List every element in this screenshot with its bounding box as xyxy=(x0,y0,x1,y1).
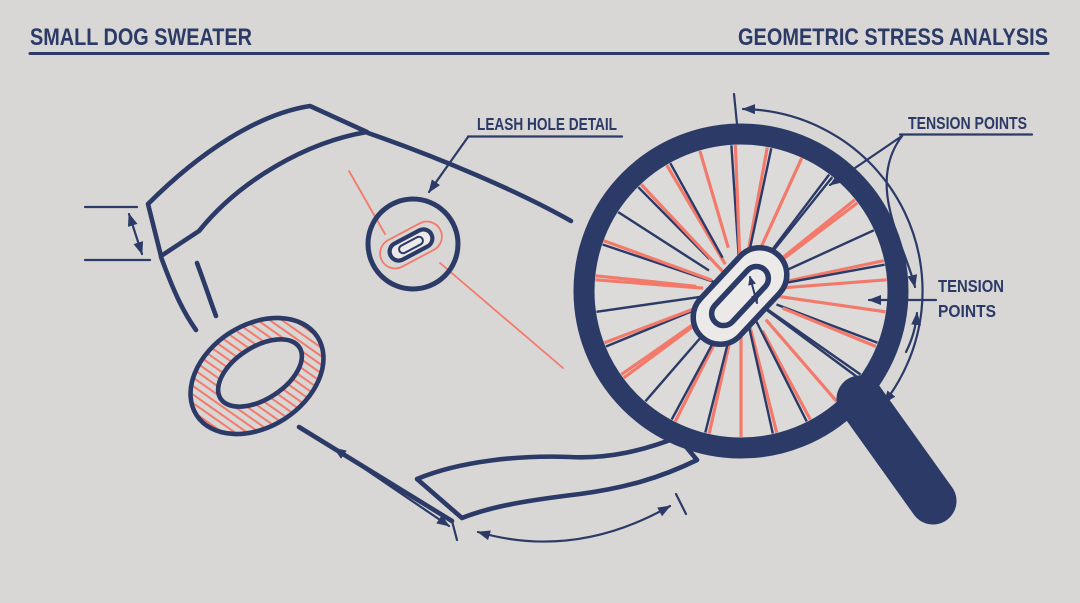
leash-hole-callout: LEASH HOLE DETAIL xyxy=(427,114,624,194)
magnifier-rim xyxy=(573,123,909,459)
magnifier-handle xyxy=(836,375,957,525)
page-title-left: SMALL DOG SWEATER xyxy=(30,24,252,51)
page-title-right: GEOMETRIC STRESS ANALYSIS xyxy=(738,24,1048,51)
back-seam xyxy=(365,130,574,224)
stress-line-coral xyxy=(698,150,730,249)
stress-line-coral xyxy=(603,239,713,282)
hem-width-dimension xyxy=(476,492,688,543)
tension-points-side-label-line1: TENSION xyxy=(938,276,1004,296)
hem-width-arrow xyxy=(476,504,672,543)
leash-hole-leader-arrow xyxy=(427,135,470,194)
tension-leader-arrow-2 xyxy=(885,134,918,289)
stress-line-coral xyxy=(595,274,697,288)
stress-line-coral xyxy=(640,183,726,275)
dimension-tick xyxy=(732,92,739,126)
hem-ribbing xyxy=(414,434,700,521)
leash-hole-detail xyxy=(348,170,564,369)
body-length-dimension xyxy=(332,446,459,542)
slot-stress-ring xyxy=(379,220,443,270)
tension-leader-arrow-1 xyxy=(828,134,904,187)
stress-line-navy xyxy=(596,294,711,313)
collar-height-dimension xyxy=(83,205,152,262)
tension-points-top-label: TENSION POINTS xyxy=(908,113,1027,133)
chest-seam-front xyxy=(158,254,199,333)
chest-seam-inner xyxy=(194,260,219,319)
dimension-arc-arrow xyxy=(741,104,924,405)
stress-line-navy xyxy=(617,211,710,272)
tension-points-side-callout: TENSION POINTS xyxy=(867,276,1004,354)
stress-line-navy xyxy=(637,186,711,260)
stress-line-navy xyxy=(605,306,700,348)
circumference-dimension xyxy=(732,92,924,405)
sweater-illustration xyxy=(145,103,700,524)
tension-arrow-up xyxy=(904,311,922,354)
leash-slot-small xyxy=(379,220,443,270)
collar-height-arrow xyxy=(127,212,144,256)
dimension-tick xyxy=(674,492,688,516)
stress-leader-in xyxy=(348,170,386,235)
leg-hole-inner-edge xyxy=(215,337,305,409)
slot-inner-line xyxy=(398,235,424,255)
tension-points-top-callout: TENSION POINTS xyxy=(828,113,1034,289)
leg-hole-outer-edge xyxy=(188,315,326,437)
stress-leader-out xyxy=(439,262,564,369)
stress-line-coral xyxy=(665,164,727,266)
stress-line-coral xyxy=(733,145,742,261)
tension-points-side-label-line2: POINTS xyxy=(938,301,996,321)
stress-line-navy xyxy=(669,162,724,259)
dimension-tick xyxy=(450,519,459,542)
detail-circle xyxy=(365,196,461,292)
body-length-arrow xyxy=(332,446,451,528)
leash-hole-label: LEASH HOLE DETAIL xyxy=(477,114,617,134)
